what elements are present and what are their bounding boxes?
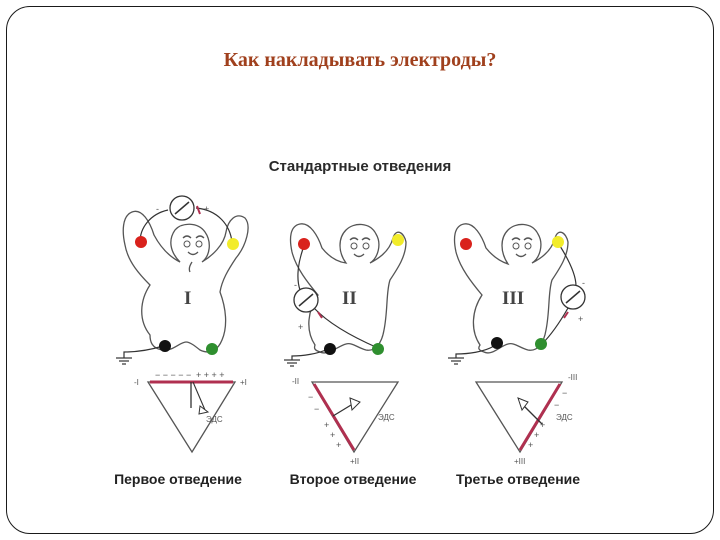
- electrode-red-3: [460, 238, 472, 250]
- electrode-black-2: [324, 343, 336, 355]
- svg-text:+: +: [540, 420, 545, 430]
- svg-text:−: −: [554, 400, 559, 410]
- einthoven-triangle-3: [474, 381, 564, 454]
- lead-3-neg: -III: [568, 373, 577, 382]
- figure-lead-3: III - + − − + + + -III +III ЭДС: [448, 223, 586, 466]
- electrode-green-1: [206, 343, 218, 355]
- svg-text:+: +: [298, 322, 303, 332]
- slide-frame: [6, 6, 714, 534]
- svg-text:− − − − −: − − − − −: [155, 370, 191, 380]
- lead-2-emf: ЭДС: [378, 413, 395, 422]
- electrode-yellow-3: [552, 236, 564, 248]
- electrode-green-3: [535, 338, 547, 350]
- lead-2-pos: +II: [350, 457, 359, 466]
- svg-text:+: +: [534, 430, 539, 440]
- electrode-yellow-2: [392, 234, 404, 246]
- diagram-heading: Стандартные отведения: [268, 158, 452, 175]
- electrode-red-1: [135, 236, 147, 248]
- svg-text:+: +: [528, 440, 533, 450]
- svg-text:+: +: [578, 314, 583, 324]
- lead-3-emf: ЭДС: [556, 413, 573, 422]
- slide-title: Как накладывать электроды?: [223, 49, 497, 71]
- figure-lead-1: I - + − − − − − + + + + -I +I ЭДС: [116, 195, 249, 454]
- svg-text:+: +: [204, 204, 209, 214]
- electrode-green-2: [372, 343, 384, 355]
- svg-text:-: -: [156, 204, 159, 214]
- lead-3-pos: +III: [514, 457, 525, 466]
- lead-1-roman: I: [184, 288, 191, 309]
- svg-text:−: −: [308, 392, 313, 402]
- svg-text:−: −: [562, 388, 567, 398]
- lead-2-roman: II: [342, 288, 357, 309]
- lead-3-roman: III: [502, 288, 524, 309]
- lead-1-neg: -I: [134, 378, 139, 387]
- figure-lead-2: II - + − − + + + -II +II ЭДС: [284, 223, 407, 466]
- svg-text:−: −: [314, 404, 319, 414]
- lead-2-caption: Второе отведение: [289, 471, 417, 487]
- lead-3-caption: Третье отведение: [455, 471, 581, 487]
- electrode-red-2: [298, 238, 310, 250]
- svg-text:-: -: [582, 278, 585, 288]
- lead-1-pos: +I: [240, 378, 247, 387]
- lead-2-neg: -II: [292, 377, 299, 386]
- electrode-yellow-1: [227, 238, 239, 250]
- svg-text:+ + + +: + + + +: [196, 370, 225, 380]
- svg-text:+: +: [336, 440, 341, 450]
- lead-1-emf: ЭДС: [206, 415, 223, 424]
- electrode-black-3: [491, 337, 503, 349]
- svg-text:-: -: [294, 280, 297, 290]
- electrode-black-1: [159, 340, 171, 352]
- lead-1-caption: Первое отведение: [114, 471, 242, 487]
- svg-text:+: +: [324, 420, 329, 430]
- svg-text:+: +: [330, 430, 335, 440]
